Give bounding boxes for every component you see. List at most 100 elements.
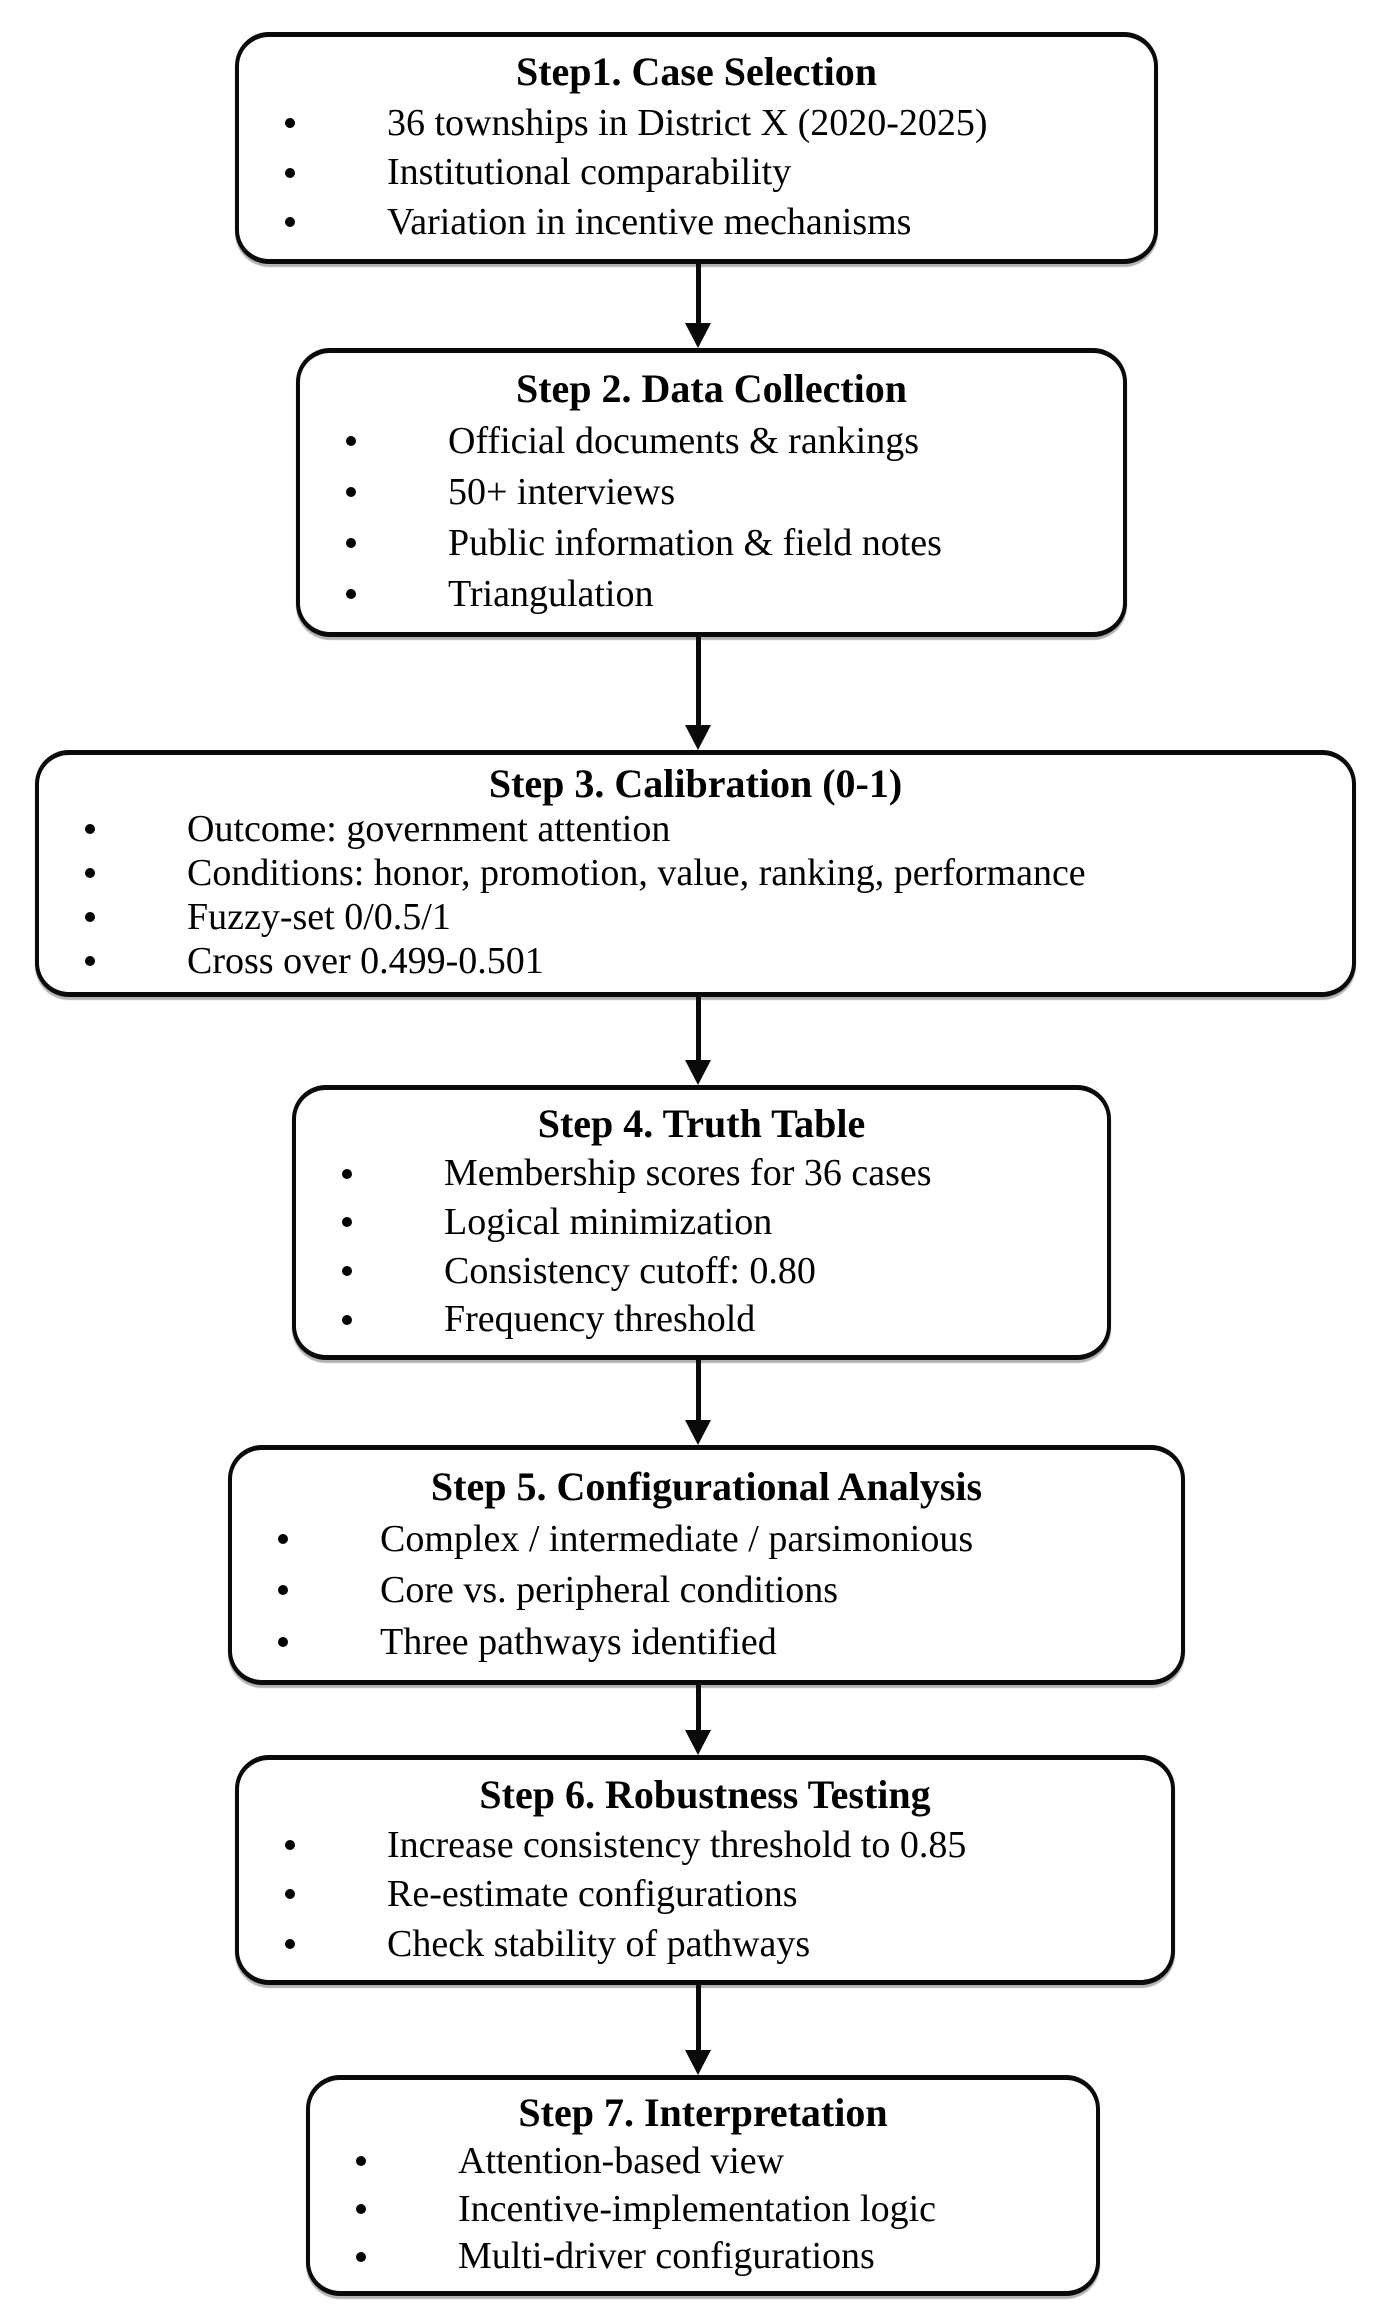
flow-arrow-5 [685, 1685, 711, 1755]
bullet-icon [342, 1217, 352, 1228]
arrow-head-icon [685, 1730, 711, 1755]
bullet-item: Official documents & rankings [300, 420, 1123, 463]
step-title: Step1. Case Selection [515, 49, 878, 95]
arrow-head-icon [685, 725, 711, 750]
bullet-item: Complex / intermediate / parsimonious [232, 1518, 1181, 1561]
bullet-text: Outcome: government attention [187, 807, 671, 850]
bullet-item: Fuzzy-set 0/0.5/1 [39, 896, 1352, 939]
bullet-item: Attention-based view [310, 2140, 1096, 2183]
bullet-icon [342, 1314, 352, 1325]
bullet-item: Incentive-implementation logic [310, 2188, 1096, 2231]
bullet-icon [356, 2156, 366, 2167]
arrow-shaft [695, 1985, 701, 2052]
bullet-item: Re-estimate configurations [239, 1873, 1171, 1916]
bullet-text: Variation in incentive mechanisms [387, 201, 912, 244]
bullet-text: Logical minimization [444, 1200, 773, 1243]
bullet-icon [356, 2251, 366, 2262]
bullet-text: Incentive-implementation logic [458, 2187, 937, 2230]
step-box-7: Step 7. Interpretation Attention-based v… [306, 2075, 1100, 2296]
step-title: Step 3. Calibration (0-1) [488, 761, 903, 807]
bullet-item: Cross over 0.499-0.501 [39, 940, 1352, 983]
bullet-icon [285, 1938, 295, 1949]
flow-arrow-1 [685, 264, 711, 348]
step-box-3: Step 3. Calibration (0-1) Outcome: gover… [35, 750, 1356, 997]
bullet-text: 50+ interviews [448, 470, 676, 513]
bullet-text: Public information & field notes [448, 521, 942, 564]
arrow-shaft [695, 997, 701, 1062]
arrow-head-icon [685, 1060, 711, 1085]
bullet-text: 36 townships in District X (2020-2025) [387, 101, 988, 144]
flow-arrow-3 [685, 997, 711, 1085]
step-title: Step 6. Robustness Testing [479, 1771, 931, 1817]
bullet-item: 36 townships in District X (2020-2025) [239, 102, 1154, 145]
bullet-icon [346, 487, 356, 498]
bullet-text: Core vs. peripheral conditions [380, 1569, 839, 1612]
bullet-text: Complex / intermediate / parsimonious [380, 1517, 974, 1560]
step-box-1: Step1. Case Selection 36 townships in Di… [235, 32, 1158, 264]
bullet-icon [342, 1168, 352, 1179]
bullet-item: Triangulation [300, 573, 1123, 616]
bullet-icon [285, 217, 295, 228]
bullet-icon [285, 1839, 295, 1850]
bullet-item: Multi-driver configurations [310, 2235, 1096, 2278]
bullet-text: Multi-driver configurations [458, 2235, 875, 2278]
bullet-icon [85, 912, 95, 923]
bullet-text: Consistency cutoff: 0.80 [444, 1249, 816, 1292]
bullet-item: 50+ interviews [300, 471, 1123, 514]
bullet-text: Attention-based view [458, 2140, 785, 2183]
arrow-shaft [695, 264, 701, 325]
bullet-text: Triangulation [448, 572, 654, 615]
bullet-item: Variation in incentive mechanisms [239, 201, 1154, 244]
step-box-4: Step 4. Truth Table Membership scores fo… [292, 1085, 1111, 1360]
bullet-icon [346, 589, 356, 600]
bullet-icon [278, 1533, 288, 1544]
bullet-icon [278, 1636, 288, 1647]
bullet-item: Consistency cutoff: 0.80 [296, 1250, 1107, 1293]
bullet-icon [342, 1265, 352, 1276]
bullet-text: Institutional comparability [387, 151, 792, 194]
bullet-text: Cross over 0.499-0.501 [187, 939, 544, 982]
bullet-icon [346, 436, 356, 447]
bullet-icon [85, 956, 95, 967]
bullet-text: Fuzzy-set 0/0.5/1 [187, 895, 451, 938]
bullet-item: Increase consistency threshold to 0.85 [239, 1824, 1171, 1867]
bullet-icon [285, 167, 295, 178]
bullet-icon [285, 1889, 295, 1900]
bullet-item: Outcome: government attention [39, 808, 1352, 851]
arrow-head-icon [685, 323, 711, 348]
step-title: Step 7. Interpretation [518, 2090, 888, 2136]
bullet-icon [356, 2204, 366, 2214]
flow-arrow-6 [685, 1985, 711, 2075]
flow-arrow-2 [685, 637, 711, 750]
step-title: Step 4. Truth Table [537, 1101, 866, 1147]
bullet-item: Public information & field notes [300, 522, 1123, 565]
step-box-6: Step 6. Robustness Testing Increase cons… [235, 1755, 1175, 1985]
bullet-icon [85, 824, 95, 835]
arrow-head-icon [685, 2050, 711, 2075]
bullet-text: Membership scores for 36 cases [444, 1152, 932, 1195]
bullet-icon [278, 1585, 288, 1596]
bullet-item: Three pathways identified [232, 1621, 1181, 1664]
bullet-item: Logical minimization [296, 1201, 1107, 1244]
bullet-text: Conditions: honor, promotion, value, ran… [187, 851, 1086, 894]
bullet-text: Official documents & rankings [448, 419, 920, 462]
bullet-text: Three pathways identified [380, 1620, 777, 1663]
bullet-icon [285, 117, 295, 128]
bullet-text: Check stability of pathways [387, 1922, 811, 1965]
arrow-head-icon [685, 1420, 711, 1445]
bullet-text: Re-estimate configurations [387, 1873, 798, 1916]
flow-arrow-4 [685, 1360, 711, 1445]
arrow-shaft [695, 1360, 701, 1422]
bullet-item: Frequency threshold [296, 1298, 1107, 1341]
step-box-2: Step 2. Data Collection Official documen… [296, 348, 1127, 637]
bullet-icon [346, 538, 356, 549]
bullet-text: Increase consistency threshold to 0.85 [387, 1823, 967, 1866]
step-title: Step 5. Configurational Analysis [430, 1463, 983, 1509]
bullet-item: Membership scores for 36 cases [296, 1152, 1107, 1195]
step-box-5: Step 5. Configurational Analysis Complex… [228, 1445, 1185, 1685]
bullet-item: Institutional comparability [239, 151, 1154, 194]
bullet-text: Frequency threshold [444, 1298, 756, 1341]
step-title: Step 2. Data Collection [515, 366, 908, 412]
bullet-icon [85, 868, 95, 879]
